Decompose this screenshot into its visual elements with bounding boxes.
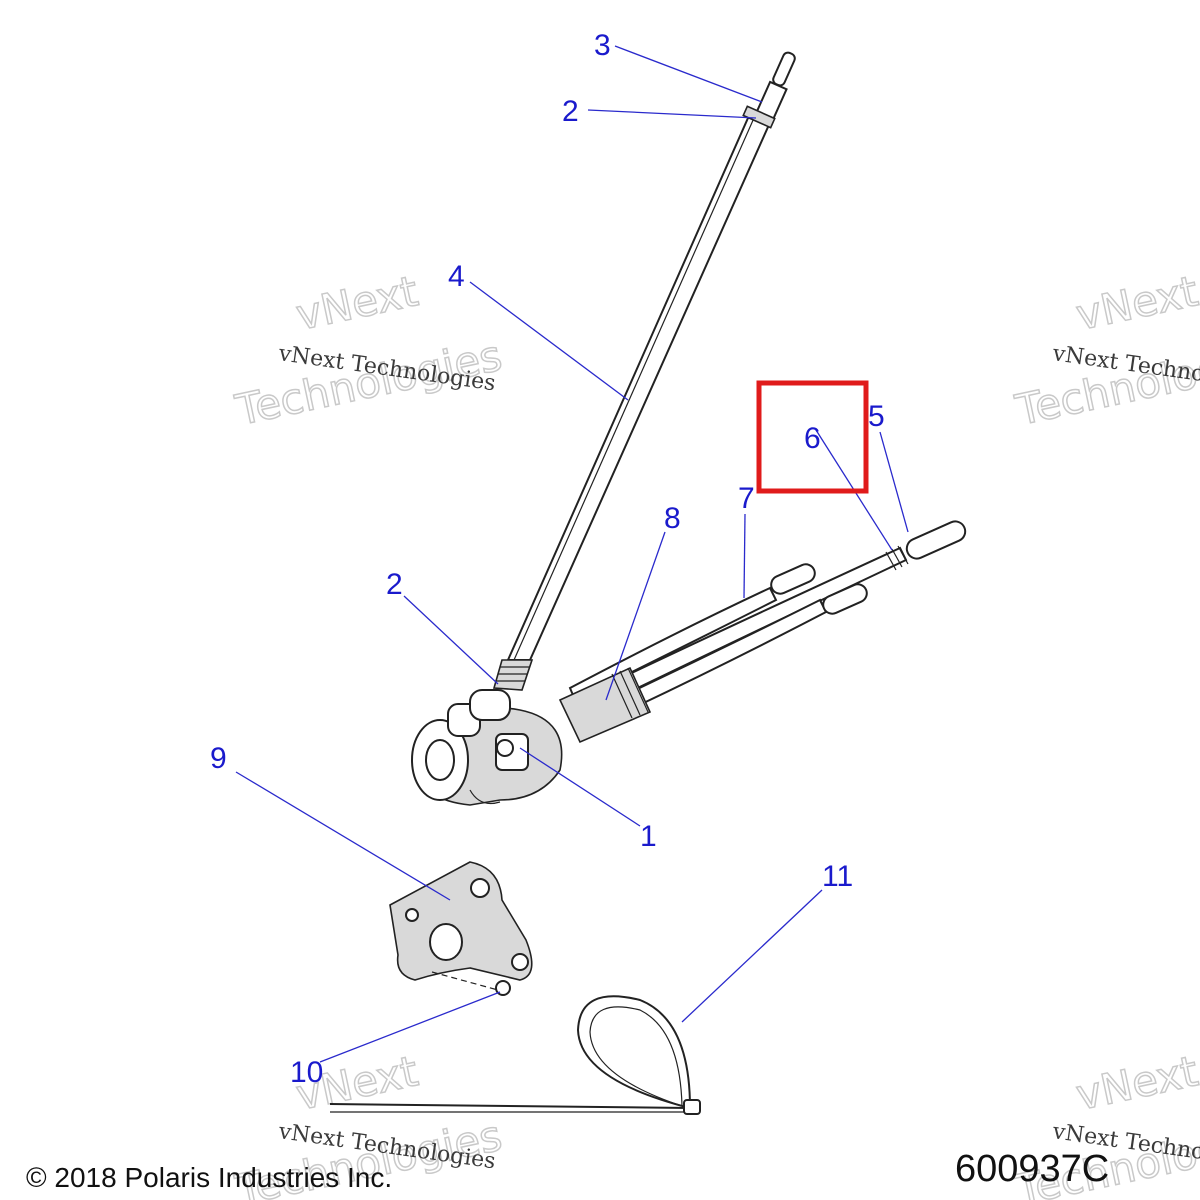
callout-8: 8 [664, 502, 681, 535]
watermark-top-right: vNext Technologies vNext Technologies [1010, 266, 1200, 436]
callout-10: 10 [290, 1056, 323, 1089]
highlight-box-callout-6 [756, 380, 869, 494]
watermark-top-left: vNext Technologies vNext Technologies [230, 266, 507, 436]
callout-2-top: 2 [562, 95, 579, 128]
callout-1: 1 [640, 820, 657, 853]
copyright-text: © 2018 Polaris Industries Inc. [26, 1162, 392, 1193]
cable-tie-part-11 [329, 995, 701, 1115]
callout-5: 5 [868, 400, 885, 433]
shaft-part-4 [492, 51, 796, 691]
callout-3: 3 [594, 29, 611, 62]
actuator-part-1 [411, 689, 563, 806]
diagram-id: 600937C [955, 1148, 1109, 1190]
callout-6: 6 [804, 422, 821, 455]
harness-tubes [558, 520, 967, 744]
bracket-part-9 [389, 861, 533, 981]
callout-4: 4 [448, 260, 465, 293]
callout-9: 9 [210, 742, 227, 775]
callout-11: 11 [822, 860, 853, 893]
shaft-boot [492, 659, 534, 691]
spring-clamp [885, 545, 909, 571]
svg-text:vNext: vNext [1072, 266, 1200, 339]
svg-text:vNext: vNext [292, 266, 422, 339]
callout-2-bottom: 2 [386, 568, 403, 601]
callout-7: 7 [738, 482, 755, 515]
leader-lines [235, 45, 909, 1063]
svg-text:vNext: vNext [1072, 1046, 1200, 1119]
